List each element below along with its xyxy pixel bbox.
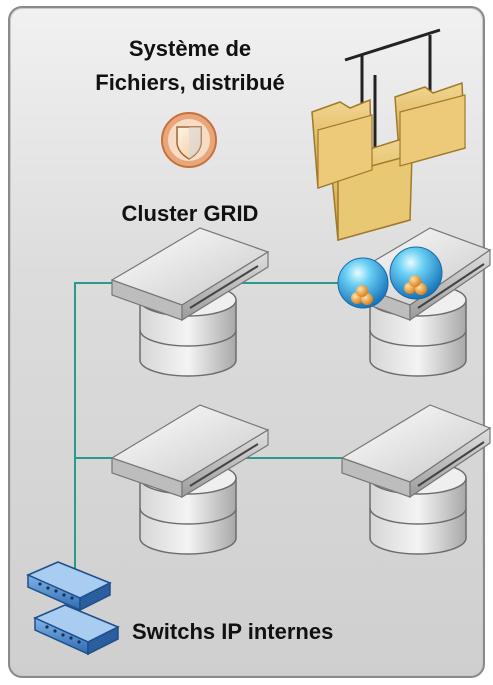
server-icon xyxy=(340,404,492,499)
sphere-node-icon xyxy=(337,257,389,309)
switch-label: Switchs IP internes xyxy=(132,619,334,644)
title-line-1: Système de xyxy=(128,36,252,61)
shield-icon xyxy=(161,112,217,168)
server-node-bottom-left xyxy=(110,404,270,555)
network-switch-icon xyxy=(26,561,112,612)
title-line-2: Fichiers, distribué xyxy=(95,70,285,95)
network-switch-icon xyxy=(33,604,120,656)
server-icon xyxy=(110,404,270,499)
server-node-bottom-right xyxy=(340,404,492,555)
cluster-label: Cluster GRID xyxy=(121,201,259,226)
sphere-node-icon xyxy=(389,246,443,300)
server-node-top-right xyxy=(337,227,492,377)
server-icon xyxy=(110,227,270,322)
server-node-top-left xyxy=(110,227,270,377)
folder-hierarchy-icon xyxy=(311,28,466,241)
